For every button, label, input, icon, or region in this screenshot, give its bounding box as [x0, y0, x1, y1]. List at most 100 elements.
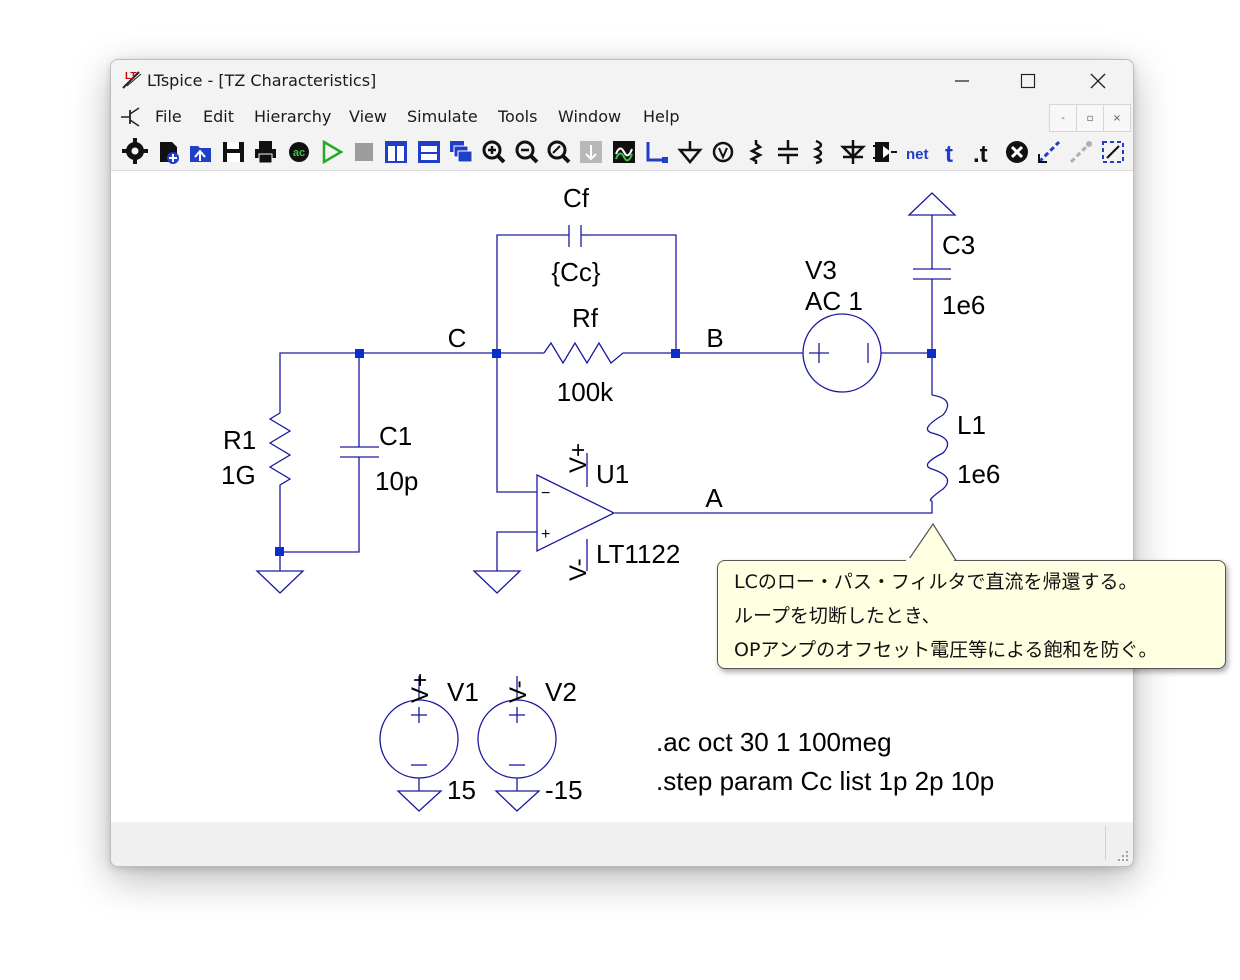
drag-icon[interactable] — [1102, 141, 1124, 163]
ltspice-logo-icon: LT — [122, 71, 142, 89]
tile-horizontal-icon[interactable] — [418, 141, 440, 163]
menu-hierarchy[interactable]: Hierarchy — [254, 107, 332, 126]
minimize-button[interactable] — [929, 60, 995, 102]
status-separator — [1105, 826, 1106, 860]
u1-part: LT1122 — [596, 539, 680, 569]
resistor-icon[interactable] — [749, 140, 763, 164]
directive-ac: .ac oct 30 1 100meg — [656, 727, 892, 757]
maximize-button[interactable] — [995, 60, 1061, 102]
maximize-icon — [1020, 73, 1036, 89]
menu-tools[interactable]: Tools — [498, 107, 538, 126]
l1-name: L1 — [957, 410, 986, 440]
v2-name: V2 — [545, 677, 577, 707]
v2-value: -15 — [545, 775, 583, 805]
halt-icon[interactable] — [355, 143, 373, 161]
callout-line-3: OPアンプのオフセット電圧等による飽和を防ぐ。 — [734, 639, 1158, 661]
close-icon — [1090, 73, 1106, 89]
node-c-label: C — [448, 323, 467, 353]
opamp-vplus-label: V+ — [565, 443, 592, 473]
delete-icon[interactable] — [1006, 141, 1028, 163]
zoom-full-icon[interactable] — [580, 141, 602, 163]
annotation-callout: LCのロー・パス・フィルタで直流を帰還する。 ループを切断したとき、 OPアンプ… — [717, 560, 1226, 669]
node-b-label: B — [706, 323, 723, 353]
autorange-icon[interactable] — [613, 141, 635, 163]
status-bar — [111, 822, 1133, 866]
svg-text:LT: LT — [125, 71, 136, 82]
schematic-canvas[interactable]: Cf {Cc} Rf 100k C B A V3 AC 1 C3 1e6 L1 … — [111, 170, 1133, 823]
settings-icon[interactable] — [122, 138, 148, 164]
print-icon[interactable] — [255, 141, 276, 164]
menu-view[interactable]: View — [349, 107, 387, 126]
menu-help[interactable]: Help — [643, 107, 680, 126]
toolbar-icons: ac — [122, 138, 1124, 168]
component-icon[interactable] — [873, 142, 897, 162]
cf-name: Cf — [563, 183, 590, 213]
window-title: LTspice - [TZ Characteristics] — [147, 71, 377, 90]
directive-step: .step param Cc list 1p 2p 10p — [656, 766, 994, 796]
r1-value: 1G — [221, 460, 256, 490]
c1-name: C1 — [379, 421, 412, 451]
cascade-icon[interactable] — [450, 141, 473, 163]
menu-simulate[interactable]: Simulate — [407, 107, 478, 126]
ground-icon[interactable] — [677, 141, 703, 164]
zoom-in-icon[interactable] — [482, 140, 506, 164]
spice-directive-icon[interactable]: .t — [973, 141, 988, 168]
menu-window[interactable]: Window — [558, 107, 622, 126]
component-labels: Cf {Cc} Rf 100k C B A V3 AC 1 C3 1e6 L1 … — [221, 183, 1000, 805]
svg-text:−: − — [541, 485, 550, 502]
move-icon[interactable] — [1069, 140, 1093, 164]
diode-icon[interactable] — [839, 140, 867, 164]
toolbar: ac — [111, 132, 1133, 170]
c3-name: C3 — [942, 230, 975, 260]
rf-value: 100k — [557, 377, 614, 407]
c3-value: 1e6 — [942, 290, 985, 320]
mdi-close-button[interactable]: × — [1103, 104, 1131, 132]
callout-line-2: ループを切断したとき、 — [734, 605, 941, 627]
zoom-fit-icon[interactable] — [547, 140, 571, 164]
title-bar: LT LTspice - [TZ Characteristics] — [111, 60, 1133, 102]
open-icon[interactable] — [190, 146, 211, 162]
l1-value: 1e6 — [957, 459, 1000, 489]
svg-text:ac: ac — [293, 147, 305, 159]
close-button[interactable] — [1065, 60, 1131, 102]
v1-value: 15 — [447, 775, 476, 805]
ac-analysis-icon[interactable]: ac — [289, 142, 309, 162]
duplicate-icon[interactable] — [1037, 140, 1061, 164]
tile-vertical-icon[interactable] — [385, 141, 407, 163]
save-icon[interactable] — [223, 142, 244, 162]
capacitor-icon[interactable] — [778, 140, 798, 164]
minimize-icon — [955, 80, 969, 82]
v2-node-label: V- — [505, 680, 532, 703]
opamp-vminus-label: V- — [565, 558, 592, 581]
label-net-icon[interactable] — [712, 141, 734, 163]
callout-pointer-join — [906, 558, 954, 562]
menu-bar: File Edit Hierarchy View Simulate Tools … — [111, 102, 1133, 132]
cf-value: {Cc} — [551, 257, 600, 287]
callout-line-1: LCのロー・パス・フィルタで直流を帰還する。 — [734, 571, 1138, 593]
text-icon[interactable]: t — [945, 141, 953, 168]
r1-name: R1 — [223, 425, 256, 455]
opamp-pin-labels: − + — [541, 485, 550, 543]
new-schematic-icon[interactable] — [160, 142, 179, 164]
transistor-icon[interactable] — [119, 106, 143, 128]
callout-pointer — [906, 522, 958, 563]
u1-name: U1 — [596, 459, 629, 489]
wire-icon[interactable] — [646, 142, 668, 163]
netlist-icon[interactable]: net — [906, 146, 929, 163]
resize-grip-icon[interactable] — [1117, 850, 1129, 862]
c1-value: 10p — [375, 466, 418, 496]
menu-edit[interactable]: Edit — [203, 107, 234, 126]
supply-labels: V+ V- V+ V- — [407, 443, 592, 703]
node-a-label: A — [705, 483, 723, 513]
menu-file[interactable]: File — [155, 107, 182, 126]
v1-node-label: V+ — [407, 673, 434, 703]
run-icon[interactable] — [322, 139, 344, 165]
v3-name: V3 — [805, 255, 837, 285]
zoom-out-icon[interactable] — [515, 140, 539, 164]
wires — [255, 192, 957, 812]
schematic: Cf {Cc} Rf 100k C B A V3 AC 1 C3 1e6 L1 … — [221, 183, 1000, 812]
ltspice-window: LT LTspice - [TZ Characteristics] File E… — [110, 59, 1134, 867]
mdi-restore-button[interactable]: ▫ — [1076, 104, 1104, 132]
inductor-icon[interactable] — [812, 139, 823, 165]
mdi-minimize-button[interactable]: - — [1049, 104, 1077, 132]
